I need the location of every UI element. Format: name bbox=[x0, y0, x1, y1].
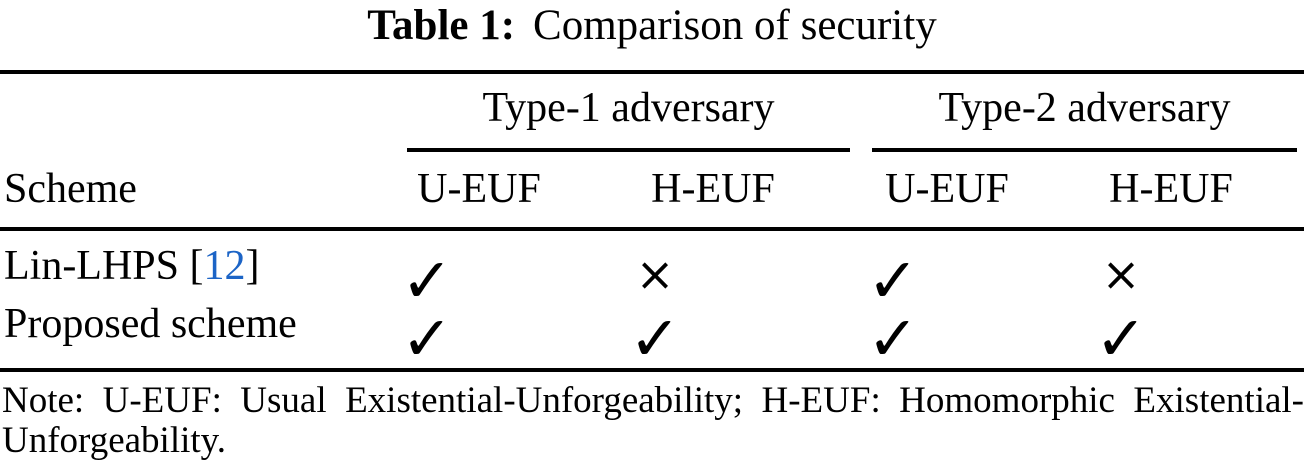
cell-proposed-type1-heuf-check-icon: ✓ bbox=[629, 302, 681, 375]
column-header-ueuf-type1: U-EUF bbox=[417, 166, 541, 212]
column-header-heuf-type2: H-EUF bbox=[1109, 166, 1233, 212]
column-group-type2-adversary: Type-2 adversary bbox=[938, 85, 1231, 131]
type2-group-underline bbox=[872, 148, 1297, 152]
cell-lin-lhps-type1-ueuf-check-icon: ✓ bbox=[401, 244, 453, 317]
table-caption-number: Table 1: bbox=[367, 2, 516, 49]
row-label-text: ] bbox=[245, 243, 260, 289]
table-caption-text: Comparison of security bbox=[533, 2, 937, 49]
table-caption: Table 1: Comparison of security bbox=[0, 0, 1304, 52]
citation-link-12[interactable]: 12 bbox=[203, 243, 246, 289]
column-header-ueuf-type2: U-EUF bbox=[885, 166, 1009, 212]
table-row-label-proposed-scheme: Proposed scheme bbox=[4, 298, 297, 350]
cell-proposed-type2-heuf-check-icon: ✓ bbox=[1095, 302, 1147, 375]
table-row-label-lin-lhps: Lin-LHPS [12] bbox=[4, 240, 260, 292]
table-note-line-1: Note: U-EUF: Usual Existential-Unforgeab… bbox=[2, 380, 1304, 421]
table-note-line-2: Unforgeability. bbox=[2, 420, 227, 461]
table-header-rule bbox=[0, 227, 1304, 231]
table-top-rule bbox=[0, 70, 1304, 74]
column-group-type1-adversary: Type-1 adversary bbox=[482, 85, 775, 131]
type1-group-underline bbox=[407, 148, 850, 152]
row-label-text: Proposed scheme bbox=[4, 301, 297, 347]
cell-lin-lhps-type2-heuf-cross-icon: × bbox=[1101, 247, 1141, 301]
cell-lin-lhps-type2-ueuf-check-icon: ✓ bbox=[867, 244, 919, 317]
column-header-heuf-type1: H-EUF bbox=[651, 166, 775, 212]
column-header-scheme: Scheme bbox=[4, 166, 137, 212]
cell-proposed-type1-ueuf-check-icon: ✓ bbox=[401, 302, 453, 375]
table-bottom-rule bbox=[0, 368, 1304, 372]
cell-proposed-type2-ueuf-check-icon: ✓ bbox=[867, 302, 919, 375]
cell-lin-lhps-type1-heuf-cross-icon: × bbox=[635, 247, 675, 301]
row-label-text: Lin-LHPS [ bbox=[4, 243, 204, 289]
